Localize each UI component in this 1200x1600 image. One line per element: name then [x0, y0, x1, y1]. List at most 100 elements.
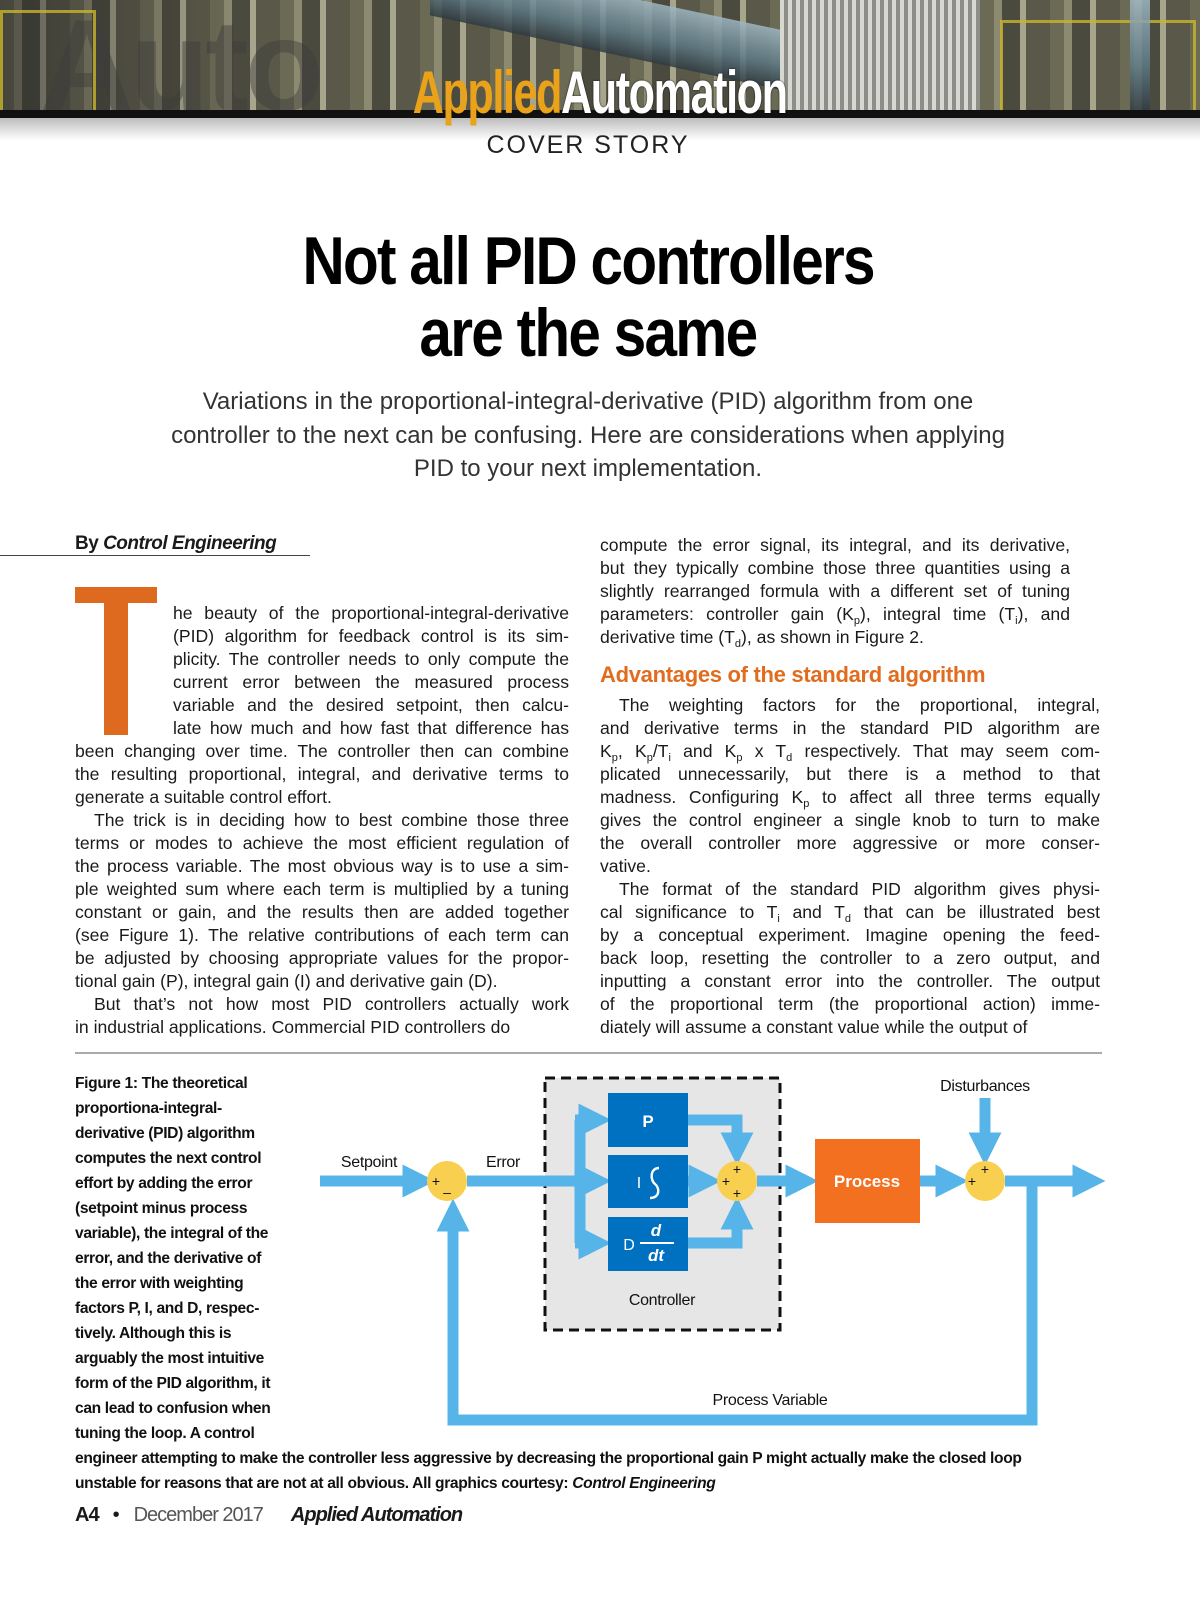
- text-line: and derivative terms in the standard PID…: [600, 718, 1100, 738]
- text-line: vative.: [600, 856, 651, 876]
- text-line: the error with weighting: [75, 1275, 244, 1292]
- text-line: derivative (PID) algorithm: [75, 1125, 255, 1142]
- subscript: i: [1015, 615, 1018, 627]
- text-line: The weighting factors for the proportion…: [619, 695, 1100, 715]
- text-segment: ), and: [1017, 604, 1070, 624]
- header-shadow: [0, 118, 1200, 140]
- text-line: (see Figure 1). The relative contributio…: [75, 925, 569, 945]
- page-footer: A4 • December 2017 Applied Automation: [75, 1504, 463, 1527]
- text-line: The format of the standard PID algorithm…: [619, 879, 1100, 899]
- text-line: tuning the loop. A control: [75, 1425, 255, 1442]
- text-line: factors P, I, and D, respec-: [75, 1300, 260, 1317]
- section-subheading: Advantages of the standard algorithm: [600, 662, 986, 687]
- text-line: form of the PID algorithm, it: [75, 1375, 271, 1392]
- text-segment: derivative time (T: [600, 627, 735, 647]
- text-line: inputting a constant error into the cont…: [600, 971, 1100, 991]
- magazine-logo: AppliedAutomation: [0, 58, 1200, 127]
- text-segment: ), integral time (T: [860, 604, 1016, 624]
- text-line: variable and the desired setpoint, then …: [173, 695, 569, 715]
- text-segment: unstable for reasons that are not at all…: [75, 1475, 573, 1492]
- banner-watermark: Auto: [40, 0, 324, 112]
- text-line: generate a suitable control effort.: [75, 787, 332, 807]
- issue-date: December 2017: [133, 1504, 264, 1526]
- text-line: ple weighted sum where each term is mult…: [75, 879, 569, 899]
- text-line: be adjusted by choosing appropriate valu…: [75, 948, 569, 968]
- subscript: p: [803, 798, 810, 810]
- text-segment: and K: [670, 741, 737, 761]
- subscript: i: [668, 752, 671, 764]
- text-line: effort by adding the error: [75, 1175, 253, 1192]
- text-line: by a conceptual experiment. Imagine open…: [600, 925, 1100, 945]
- text-line: proportiona-integral-: [75, 1100, 222, 1117]
- text-line: (PID) algorithm for feedback control is …: [173, 626, 569, 646]
- text-line: (setpoint minus process: [75, 1200, 248, 1217]
- deck-line: Variations in the proportional-integral-…: [202, 388, 974, 415]
- paragraph: But that’s not how most PID controllers …: [75, 993, 569, 1039]
- byline-rule: [0, 555, 310, 556]
- paragraph: compute the error signal, its integral, …: [600, 534, 1070, 650]
- article-title: Not all PID controllers are the same: [0, 222, 1176, 371]
- right-column-body: The weighting factors for the proportion…: [600, 694, 1100, 1039]
- text-line: current error between the measured proce…: [173, 672, 569, 692]
- subscript: p: [853, 615, 861, 627]
- logo-applied: Applied: [413, 59, 563, 126]
- text-line: But that’s not how most PID controllers …: [94, 994, 569, 1014]
- text-line: Figure 1: The theoretical: [75, 1075, 248, 1092]
- magazine-name: Applied Automation: [290, 1504, 463, 1526]
- text-line: can lead to confusion when: [75, 1400, 271, 1417]
- text-line: engineer attempting to make the controll…: [75, 1450, 1022, 1467]
- text-line: compute the error signal, its integral, …: [600, 535, 1070, 555]
- byline-author: Control Engineering: [103, 533, 277, 554]
- text-segment: , K: [617, 741, 647, 761]
- text-line: been changing over time. The controller …: [75, 741, 569, 761]
- text-segment: and T: [779, 902, 845, 922]
- subscript: i: [777, 913, 780, 925]
- page-number: A4: [75, 1504, 100, 1526]
- deck-line: controller to the next can be confusing.…: [171, 421, 1005, 449]
- deck-line: PID to your next implementation.: [413, 455, 763, 482]
- text-line: but they typically combine those three q…: [600, 558, 1070, 578]
- text-line: plicated unnecessarily, but there is a m…: [600, 764, 1100, 784]
- text-line: cal significance to Ti and Td that can b…: [600, 901, 1100, 925]
- paragraph: The weighting factors for the proportion…: [600, 694, 1100, 878]
- figure-caption: Figure 1: The theoretical proportiona-int…: [75, 1071, 1022, 1496]
- subscript: d: [734, 638, 742, 650]
- title-line: Not all PID controllers: [302, 223, 875, 299]
- paragraph: he beauty of the proportional-integral-d…: [173, 602, 569, 740]
- title-line: are the same: [419, 295, 759, 371]
- text-line: madness. Configuring Kp to affect all th…: [600, 786, 1100, 810]
- text-line: unstable for reasons that are not at all…: [75, 1471, 1022, 1496]
- drop-cap-t: [75, 587, 157, 735]
- text-line: error, and the derivative of: [75, 1250, 262, 1267]
- text-line: The trick is in deciding how to best com…: [94, 810, 569, 830]
- byline-prefix: By: [75, 533, 99, 554]
- text-line: the process variable. The most obvious w…: [75, 856, 569, 876]
- subscript: p: [611, 752, 618, 764]
- text-line: arguably the most intuitive: [75, 1350, 264, 1367]
- article-deck: Variations in the proportional-integral-…: [100, 385, 1076, 486]
- left-column-body: been changing over time. The controller …: [75, 740, 569, 1039]
- text-line: terms or modes to achieve the most effic…: [75, 833, 569, 853]
- text-line: constant or gain, and the results then a…: [75, 902, 569, 922]
- text-line: slightly rearranged formula with a diffe…: [600, 581, 1070, 601]
- paragraph: The format of the standard PID algorithm…: [600, 878, 1100, 1039]
- subscript: d: [844, 913, 852, 925]
- text-line: derivative time (Td), as shown in Figure…: [600, 626, 1070, 650]
- subscript: d: [786, 752, 793, 764]
- text-line: computes the next control: [75, 1150, 262, 1167]
- footer-separator: •: [112, 1504, 120, 1526]
- header-banner-photo: Auto: [0, 0, 1200, 112]
- subscript: p: [646, 752, 653, 764]
- text-line: late how much and how fast that differen…: [173, 718, 569, 738]
- subscript: p: [736, 752, 743, 764]
- text-segment: x T: [742, 741, 787, 761]
- text-segment: madness. Configuring K: [600, 787, 804, 807]
- dropcap-paragraph-lines: he beauty of the proportional-integral-d…: [173, 602, 569, 740]
- text-line: of the proportional term (the proportion…: [600, 994, 1100, 1014]
- text-segment: parameters: controller gain (K: [600, 604, 854, 624]
- byline: By Control Engineering: [75, 533, 277, 555]
- paragraph: been changing over time. The controller …: [75, 740, 569, 809]
- text-segment: /T: [652, 741, 669, 761]
- text-line: the overall controller more aggressive o…: [600, 833, 1100, 853]
- text-line: gives the control engineer a single knob…: [600, 810, 1100, 830]
